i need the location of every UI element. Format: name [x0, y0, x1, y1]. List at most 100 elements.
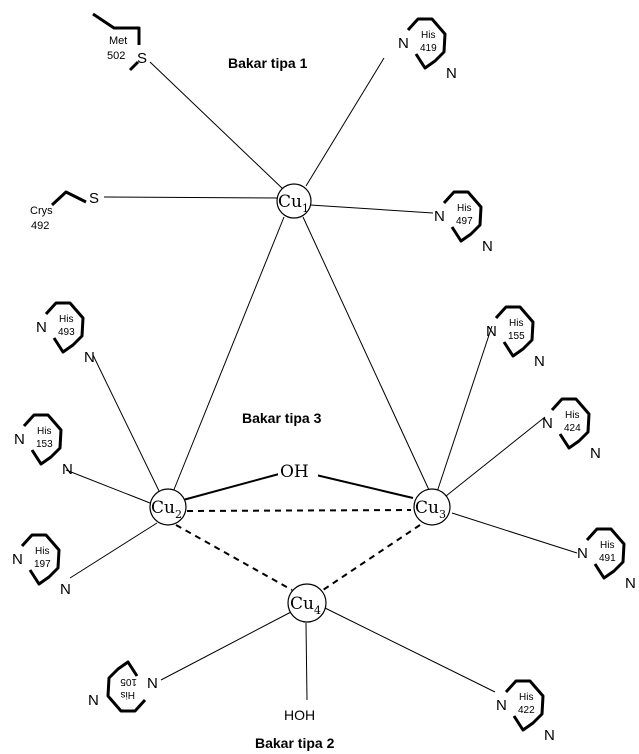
cu4-symbol: Cu: [290, 594, 314, 614]
met502-sulfur: S: [137, 50, 147, 67]
crys492-ligand: S Crys 492: [30, 190, 99, 232]
his497-number: 497: [456, 216, 473, 227]
his419-ring: N N His 419: [398, 17, 457, 82]
his153-number: 153: [36, 439, 53, 450]
met502-chain-end: [128, 60, 140, 72]
met502-ligand: Met 502 S: [92, 12, 147, 72]
cu3-circle: [413, 488, 451, 526]
bond-oh-cu3: [315, 474, 414, 499]
his491-ring-shape: [585, 527, 626, 580]
bond-cu2-his493: [92, 354, 161, 494]
met502-number: 502: [107, 50, 125, 62]
his419-ring-shape: [406, 17, 447, 70]
his419-residue: His: [421, 30, 435, 41]
bond-cu2-his197: [69, 522, 158, 579]
bond-cu1-crys492: [103, 196, 279, 199]
his424-ring-shape: [550, 397, 591, 450]
bond-cu4-hoh: [305, 622, 308, 701]
svg-text:Cu2: Cu2: [151, 498, 182, 521]
oh-backdrop: [278, 458, 318, 480]
his155-ring: N N His 155: [486, 305, 545, 370]
his155-n1: N: [486, 323, 497, 340]
water-label: HOH: [284, 707, 315, 723]
his493-ring-shape: [44, 301, 85, 354]
dash-cu2-cu3: [186, 509, 412, 512]
cu3-subscript: 3: [439, 508, 446, 521]
his422-ring-shape: [504, 679, 545, 732]
his491-number: 491: [599, 553, 616, 564]
his493-residue: His: [59, 314, 73, 325]
his197-n2: N: [60, 581, 71, 598]
crys492-sulfur: S: [89, 190, 99, 207]
cu4-center: Cu4: [287, 583, 327, 623]
his197-number: 197: [34, 559, 51, 570]
cu1-subscript: 1: [302, 202, 309, 215]
his497-ring: N N His 497: [434, 190, 493, 255]
his197-ring-shape: [20, 533, 61, 586]
bond-cu1-cu3: [302, 216, 430, 491]
his155-residue: His: [509, 318, 523, 329]
his497-residue: His: [457, 203, 471, 214]
bond-cu4-his422: [324, 607, 496, 693]
cu2-subscript: 2: [175, 508, 182, 521]
his419-n1: N: [398, 35, 409, 52]
site-label-type2: Bakar tipa 2: [255, 735, 335, 751]
his105-residue: His: [121, 689, 135, 700]
cu3-symbol: Cu: [415, 498, 439, 518]
his497-n1: N: [434, 208, 445, 225]
his424-number: 424: [564, 423, 581, 434]
his105-ring: His 105: [106, 660, 147, 713]
cu2-circle: [149, 488, 187, 526]
his419-n2: N: [446, 65, 457, 82]
bond-cu3-his155: [436, 325, 493, 493]
his419-number: 419: [420, 43, 437, 54]
his424-ring: N N His 424: [542, 397, 601, 462]
his422-ring: N N His 422: [496, 679, 555, 744]
bond-cu2-his153: [65, 469, 151, 504]
svg-text:Cu3: Cu3: [415, 498, 446, 521]
his155-n2: N: [534, 353, 545, 370]
his424-residue: His: [565, 410, 579, 421]
his493-ring: N N His 493: [36, 301, 95, 366]
bond-cu2-oh: [182, 473, 280, 501]
svg-text:Cu1: Cu1: [278, 192, 309, 215]
his155-number: 155: [508, 331, 525, 342]
his153-ring: N N His 153: [14, 413, 73, 478]
his105-number: 105: [120, 676, 137, 687]
his422-n2: N: [544, 727, 555, 744]
dash-cu2-cu4: [175, 524, 293, 591]
met502-residue: Met: [109, 35, 127, 47]
his153-n2: N: [62, 461, 73, 478]
cu1-circle: [276, 183, 312, 219]
his497-ring-shape: [442, 190, 483, 243]
bond-cu1-his497: [309, 204, 434, 214]
his105-n1: N: [147, 675, 158, 692]
his491-n1: N: [577, 545, 588, 562]
his153-ring-shape: [22, 413, 63, 466]
crys492-number: 492: [31, 220, 49, 232]
dash-cu3-cu4: [322, 524, 421, 591]
his197-residue: His: [35, 546, 49, 557]
his424-n1: N: [542, 415, 553, 432]
his497-n2: N: [482, 238, 493, 255]
bonds: [65, 57, 578, 701]
cu1-center: Cu1: [276, 183, 312, 219]
crys492-chain: [50, 190, 87, 207]
his422-n1: N: [496, 697, 507, 714]
cu4-circle: [287, 583, 327, 623]
his153-residue: His: [37, 426, 51, 437]
bond-cu1-his419: [305, 57, 385, 187]
svg-text:Cu4: Cu4: [290, 594, 321, 617]
cu1-symbol: Cu: [278, 192, 302, 212]
his422-residue: His: [519, 692, 533, 703]
bond-cu3-his491: [451, 512, 578, 554]
his491-residue: His: [600, 540, 614, 551]
cu2-symbol: Cu: [151, 498, 175, 518]
crys492-residue: Crys: [30, 205, 53, 217]
bond-cu1-met502: [149, 61, 285, 191]
his155-ring-shape: [494, 305, 535, 358]
met502-chain: [92, 12, 141, 45]
his105-n2: N: [88, 692, 99, 709]
his105-ring-shape: [106, 660, 147, 713]
